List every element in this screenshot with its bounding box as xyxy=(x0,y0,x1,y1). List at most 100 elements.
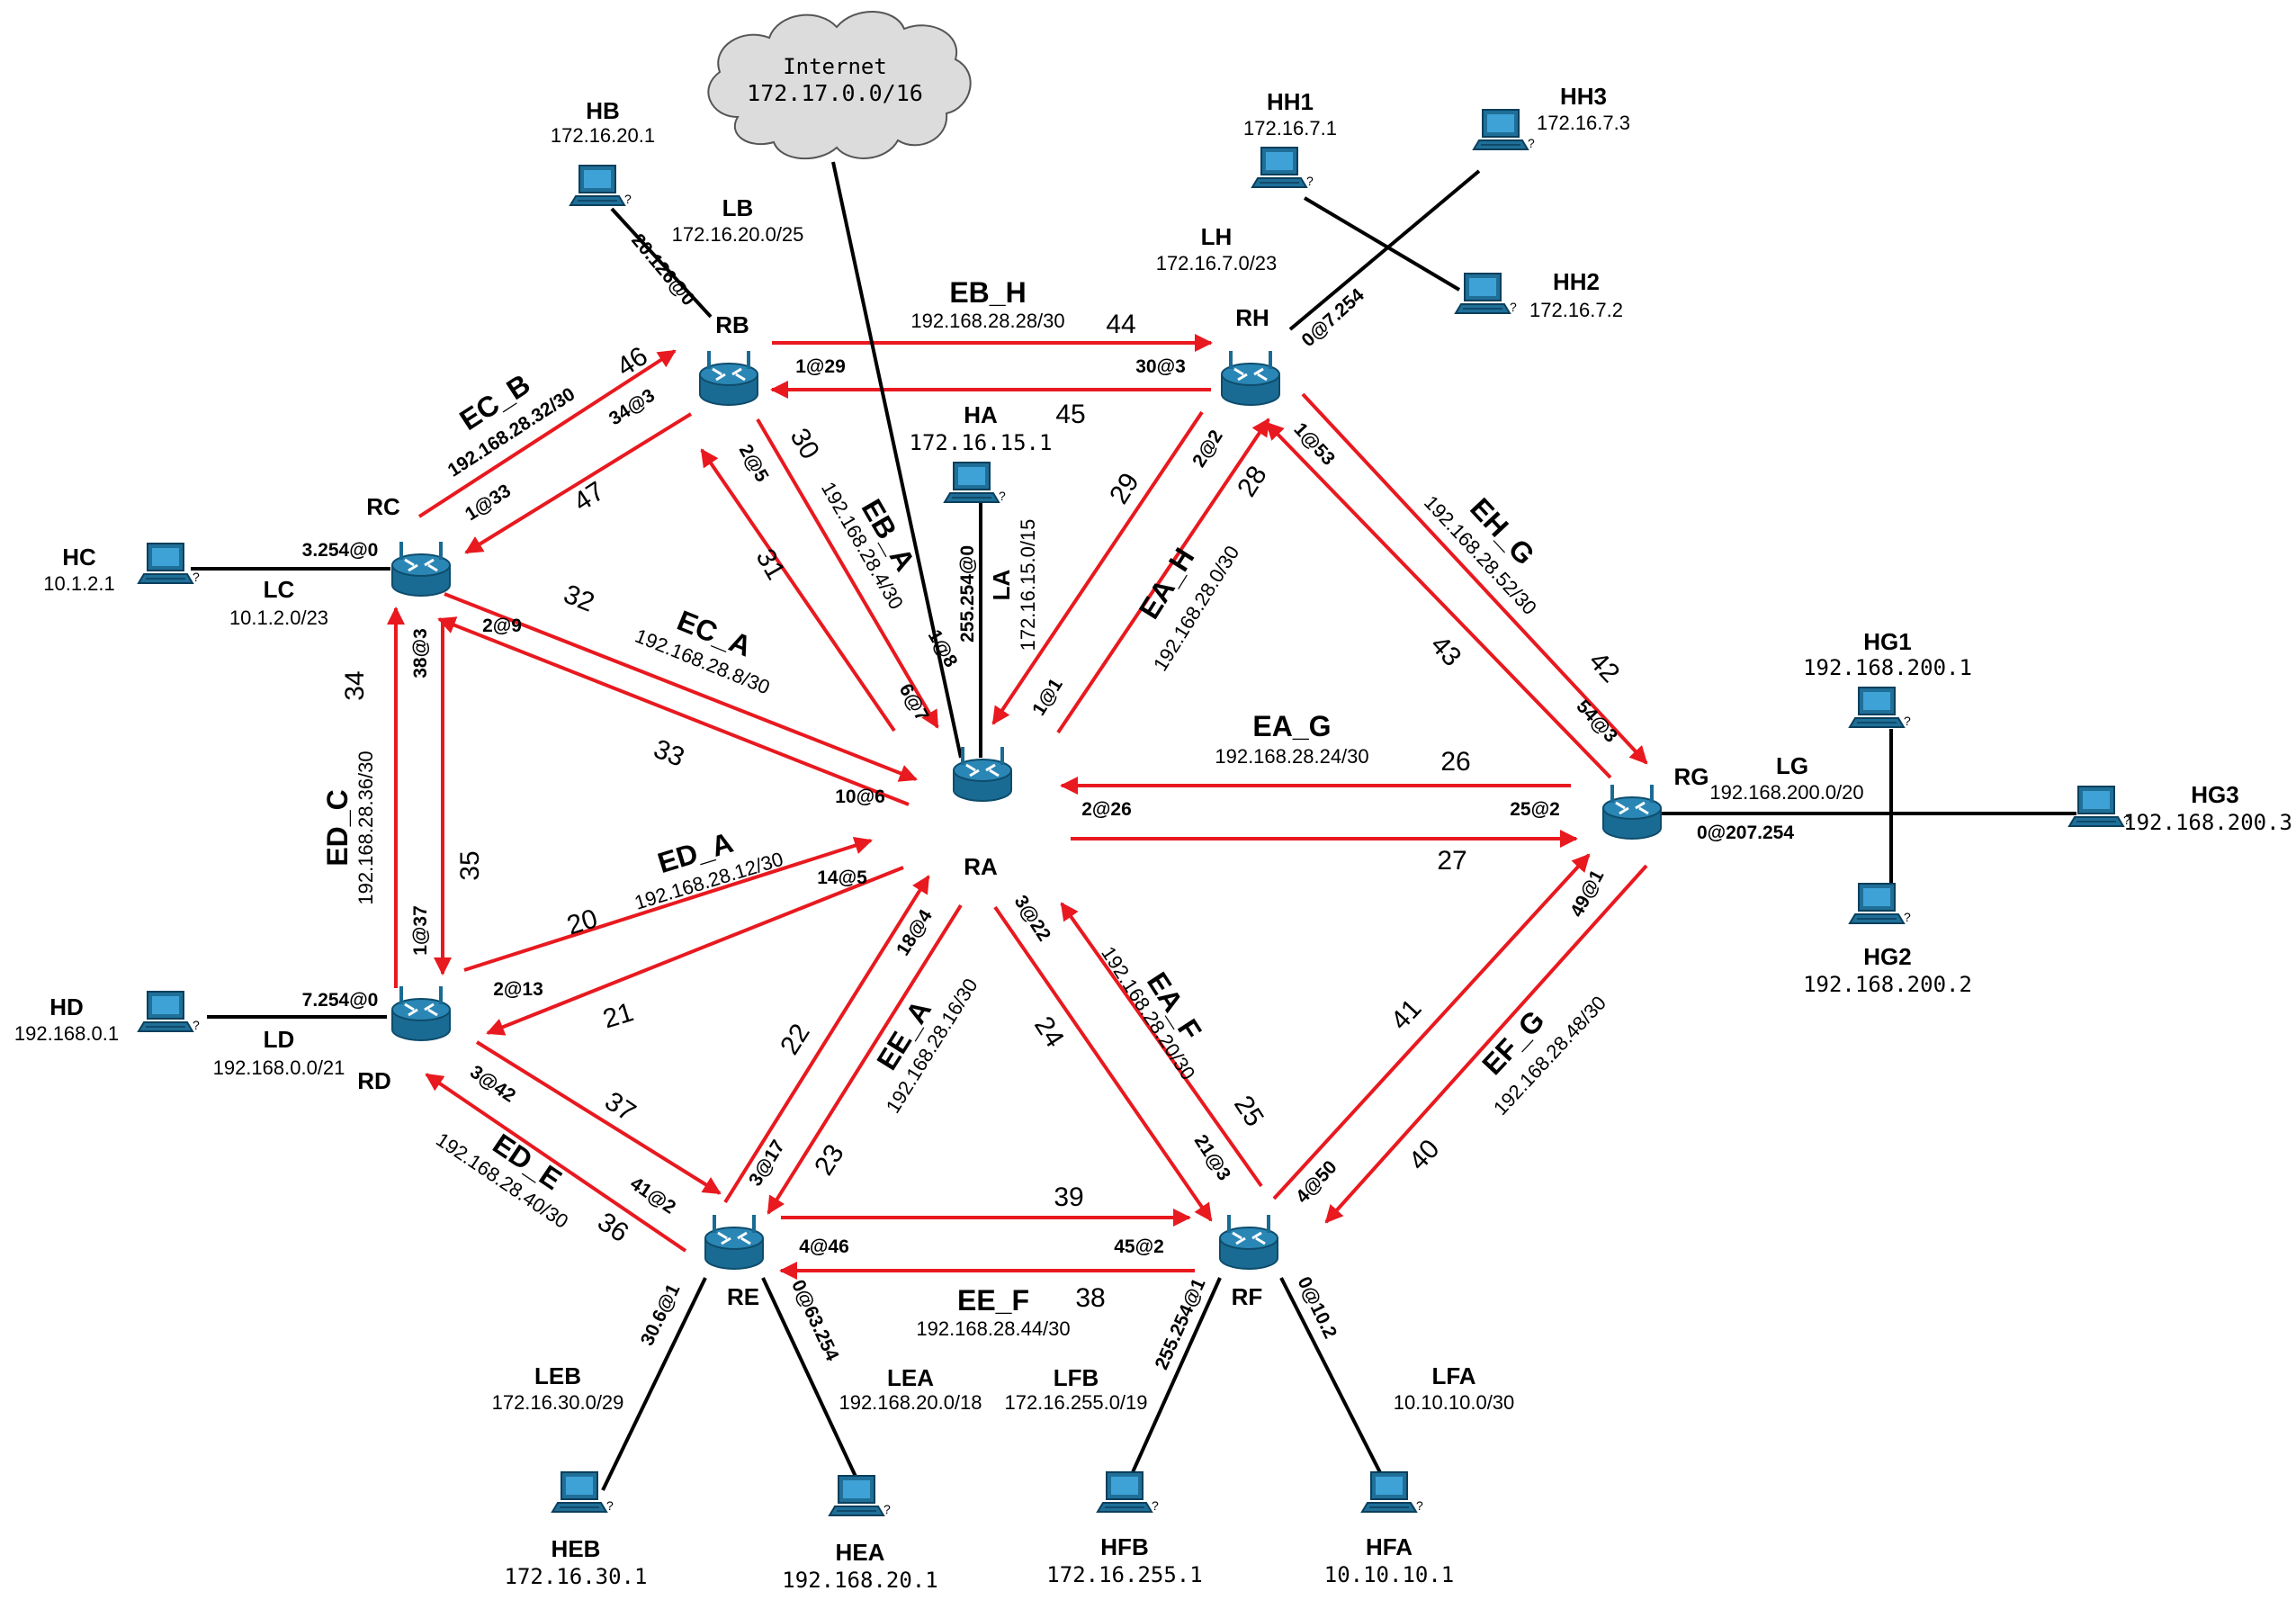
router-label-rb: RB xyxy=(715,311,749,338)
router-rd[interactable] xyxy=(390,984,452,1042)
link-rev-ed-a: 21 xyxy=(599,997,637,1034)
host-name-hfa: HFA xyxy=(1366,1533,1413,1560)
link-fwd-ea-g: 27 xyxy=(1437,846,1466,876)
lan-name-lfb: LFB xyxy=(1054,1364,1099,1391)
router-rh[interactable] xyxy=(1220,349,1281,407)
router-re[interactable] xyxy=(704,1213,765,1271)
lan-net-lfb: 172.16.255.0/19 xyxy=(1004,1391,1147,1414)
link-rev-eb-h: 45 xyxy=(1055,400,1085,429)
link-ifb-ed-e: 41@2 xyxy=(626,1173,679,1218)
host-ip-ha: 172.16.15.1 xyxy=(910,430,1053,455)
host-ip-hg1: 192.168.200.1 xyxy=(1803,655,1972,680)
link-fwd-eh-g: 42 xyxy=(1583,646,1625,688)
lan-name-lb: LB xyxy=(722,194,754,221)
host-hc[interactable] xyxy=(138,543,201,585)
lan-lea-line xyxy=(761,1277,865,1495)
link-eh-g-rev xyxy=(1265,421,1612,779)
cloud-net: 172.17.0.0/16 xyxy=(747,80,923,106)
lan-name-lg: LG xyxy=(1776,752,1808,779)
hosts: HA 172.16.15.1 HB 172.16.20.1 HC 10.1.2.… xyxy=(14,83,2292,1593)
router-label-rf: RF xyxy=(1232,1283,1263,1310)
host-name-hg3: HG3 xyxy=(2191,781,2238,808)
lan-name-la: LA xyxy=(988,569,1015,600)
host-hg1[interactable] xyxy=(1849,687,1912,729)
host-hfa[interactable] xyxy=(1361,1471,1424,1514)
link-ee-a-rev xyxy=(767,903,963,1215)
lan-net-ld: 192.168.0.0/21 xyxy=(213,1056,345,1079)
link-ifa-ea-g: 2@26 xyxy=(1081,799,1132,820)
cloud-shape xyxy=(707,11,972,159)
host-name-hd: HD xyxy=(49,993,84,1020)
link-fwd-ec-b: 46 xyxy=(612,341,653,382)
router-rf[interactable] xyxy=(1218,1213,1279,1271)
host-name-hfb: HFB xyxy=(1100,1533,1148,1560)
lan-name-lc: LC xyxy=(264,576,295,603)
host-hg2[interactable] xyxy=(1849,883,1912,925)
link-ifa-ee-f: 4@46 xyxy=(799,1236,849,1257)
link-ed-a-fwd xyxy=(463,836,873,972)
host-hb[interactable] xyxy=(570,165,632,207)
host-name-hg1: HG1 xyxy=(1863,628,1911,655)
link-net-ee-f: 192.168.28.44/30 xyxy=(916,1317,1070,1340)
link-ed-e-rev xyxy=(425,1073,687,1253)
router-rg[interactable] xyxy=(1601,783,1663,840)
link-ea-f-rev xyxy=(1060,902,1263,1188)
link-ifa-ed-c: 1@37 xyxy=(410,905,431,956)
host-ip-hb: 172.16.20.1 xyxy=(551,124,655,147)
host-hea[interactable] xyxy=(829,1475,892,1517)
link-ifb-ec-a: 10@6 xyxy=(835,787,885,807)
link-name-eb-h: EB_H xyxy=(949,276,1026,309)
host-ip-hh3: 172.16.7.3 xyxy=(1537,112,1630,134)
router-label-rd: RD xyxy=(357,1067,391,1094)
link-name-ed-c: ED_C xyxy=(321,789,354,866)
link-ifb-ed-a: 14@5 xyxy=(817,867,867,888)
lan-net-lfa: 10.10.10.0/30 xyxy=(1394,1391,1515,1414)
host-heb[interactable] xyxy=(552,1471,614,1514)
link-ef-g-fwd xyxy=(1272,853,1591,1200)
link-fwd-ee-a: 22 xyxy=(775,1019,816,1060)
link-ifb-eb-h: 30@3 xyxy=(1135,356,1186,377)
host-hg3[interactable] xyxy=(2068,786,2131,828)
host-hd[interactable] xyxy=(138,991,201,1033)
link-eh-g-fwd xyxy=(1301,392,1648,765)
router-label-rh: RH xyxy=(1235,304,1269,331)
link-ed-a-rev xyxy=(486,866,904,1036)
lan-name-lea: LEA xyxy=(887,1364,934,1391)
link-ec-a-rev xyxy=(437,616,910,806)
link-ifb-ea-h: 2@2 xyxy=(1188,427,1227,471)
host-hfb[interactable] xyxy=(1097,1471,1160,1514)
routers: RA RB RC RD RE RF RG RH xyxy=(357,304,1709,1310)
host-ip-hg2: 192.168.200.2 xyxy=(1803,972,1972,997)
host-name-hc: HC xyxy=(62,544,96,571)
host-hh1[interactable] xyxy=(1251,147,1314,189)
host-name-hh3: HH3 xyxy=(1560,83,1607,110)
router-label-rg: RG xyxy=(1674,763,1709,790)
host-name-heb: HEB xyxy=(552,1535,601,1562)
router-rc[interactable] xyxy=(390,540,452,598)
link-ef-g-rev xyxy=(1324,864,1648,1224)
lan-net-lh: 172.16.7.0/23 xyxy=(1156,252,1278,274)
link-ifa-ed-a: 2@13 xyxy=(493,979,543,1000)
link-rev-ea-f: 25 xyxy=(1228,1091,1269,1132)
router-label-rc: RC xyxy=(366,493,400,520)
lan-name-lh: LH xyxy=(1201,223,1233,250)
host-hh2[interactable] xyxy=(1455,273,1518,315)
host-ip-heb: 172.16.30.1 xyxy=(505,1564,648,1589)
link-ifb-ee-f: 45@2 xyxy=(1114,1236,1164,1257)
link-ifa-ec-b: 1@33 xyxy=(462,481,515,526)
link-ed-e-fwd xyxy=(475,1040,722,1195)
lan-iface-lc: 3.254@0 xyxy=(302,540,379,561)
host-ha[interactable] xyxy=(944,462,1007,504)
link-rev-ed-c: 35 xyxy=(455,850,485,880)
link-fwd-eb-a: 30 xyxy=(785,424,825,464)
link-eb-a-fwd xyxy=(756,418,939,729)
link-rev-ea-g: 26 xyxy=(1440,747,1470,777)
router-rb[interactable] xyxy=(698,349,759,407)
lan-lfa-line xyxy=(1279,1277,1391,1491)
lan-name-leb: LEB xyxy=(534,1362,581,1389)
host-hh3[interactable] xyxy=(1473,109,1536,151)
host-name-ha: HA xyxy=(964,401,998,428)
lan-iface-ld: 7.254@0 xyxy=(302,990,379,1011)
lan-net-lea: 192.168.20.0/18 xyxy=(839,1391,982,1414)
lan-lb-line xyxy=(610,207,713,319)
